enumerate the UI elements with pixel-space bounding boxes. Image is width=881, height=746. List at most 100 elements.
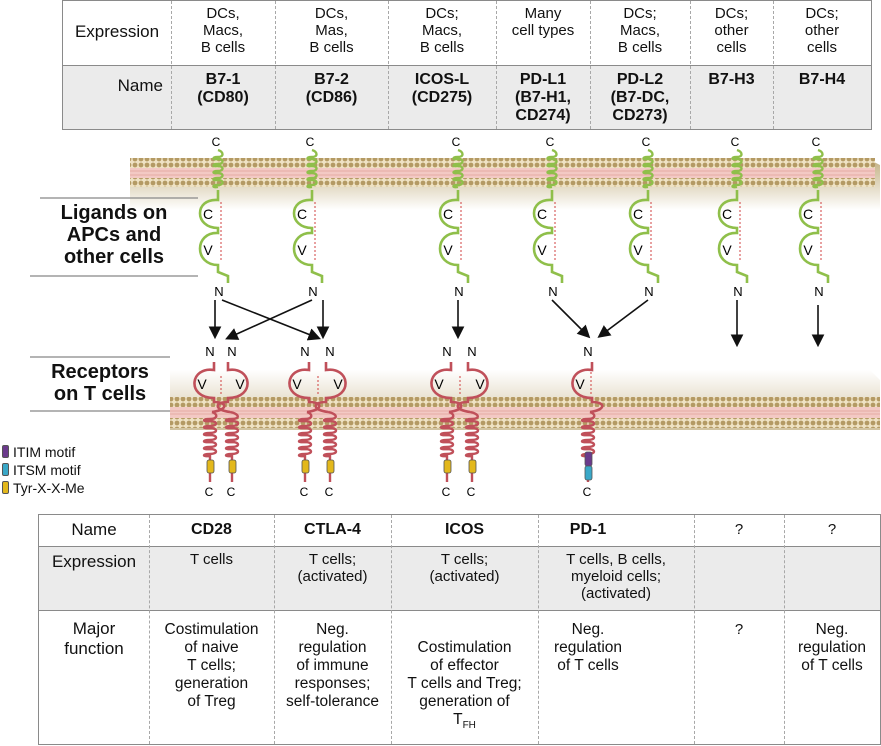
c-domain-label: C: [537, 206, 547, 222]
col-divider: [538, 515, 539, 744]
ligand-name: B7-H4: [798, 71, 846, 88]
receptor-function: Neg. regulation of T cells: [797, 621, 867, 674]
receptor-function: Costimulation of naive T cells; generati…: [164, 621, 259, 710]
transmembrane-helix: [546, 148, 558, 189]
ligand-expression: DCs; other cells: [804, 5, 840, 56]
transmembrane-helix: [306, 148, 318, 189]
c-terminus-label: C: [467, 485, 476, 499]
receptor-function: Neg. regulation of T cells: [553, 621, 623, 674]
c-terminus-label: C: [325, 485, 334, 499]
arrow-pdl1-pd1: [551, 299, 591, 339]
c-terminus-label: C: [452, 135, 461, 149]
ligand-ig-domains: [798, 190, 830, 283]
c-terminus-label: C: [442, 485, 451, 499]
n-terminus-label: N: [467, 344, 476, 359]
v-domain-label: V: [333, 376, 343, 392]
legend-label: ITSM motif: [13, 462, 81, 478]
motif-legend: ITIM motif ITSM motif Tyr-X-X-Me: [2, 443, 85, 497]
receptor-table: Name Expression Major function CD28 CTLA…: [38, 514, 881, 745]
c-terminus-label: C: [306, 135, 315, 149]
transmembrane-helix: [452, 148, 464, 189]
col-divider: [773, 1, 774, 129]
receptor-v-domain: [456, 362, 489, 414]
ligand-expression: DCs, Macs, B cells: [200, 5, 246, 56]
transmembrane-helix: [580, 410, 596, 482]
ligand-name-row-bg: [63, 65, 871, 129]
receptor-molecule: NVC: [314, 344, 347, 499]
col-divider: [275, 1, 276, 129]
ligands-label: Ligands on APCs and other cells: [60, 202, 168, 268]
n-terminus-label: N: [442, 344, 451, 359]
c-domain-label: C: [803, 206, 813, 222]
n-terminus-label: N: [214, 284, 223, 299]
n-terminus-label: N: [644, 284, 653, 299]
n-terminus-label: N: [454, 284, 463, 299]
row-label-name: Name: [71, 520, 117, 539]
ligand-name: B7-H3: [708, 71, 755, 88]
v-domain-label: V: [443, 242, 453, 258]
tyr-motif: [443, 459, 452, 474]
c-terminus-label: C: [546, 135, 555, 149]
receptor-v-domain: [193, 362, 226, 414]
ligand-ig-domains: [438, 190, 470, 283]
ligand-expression: DCs; Macs, B cells: [419, 5, 465, 56]
legend-label: ITIM motif: [13, 444, 76, 460]
v-domain-label: V: [297, 242, 307, 258]
receptor-function: Neg. regulation of immune responses; sel…: [285, 621, 380, 710]
ligand-table: Expression Name DCs, Macs, B cells DCs, …: [62, 0, 872, 130]
ligand-table-divider: [63, 65, 871, 66]
col-divider: [590, 1, 591, 129]
c-terminus-label: C: [205, 485, 214, 499]
c-terminus-label: C: [227, 485, 236, 499]
ligand-name: ICOS-L (CD275): [411, 71, 473, 106]
legend-item-tyr: Tyr-X-X-Me: [2, 479, 85, 497]
v-domain-label: V: [803, 242, 813, 258]
ligand-expression: Many cell types: [511, 5, 575, 39]
v-domain-label: V: [235, 376, 245, 392]
receptor-name: ?: [734, 521, 744, 538]
receptor-name: ?: [827, 521, 837, 538]
c-domain-label: C: [443, 206, 453, 222]
v-domain-label: V: [575, 376, 585, 392]
transmembrane-helix: [202, 410, 218, 482]
receptor-molecule: NVC: [571, 344, 604, 499]
receptor-molecule: N V C: [456, 344, 489, 499]
ligand-ig-domains: [292, 190, 324, 283]
v-domain-label: V: [722, 242, 732, 258]
transmembrane-helix: [297, 410, 313, 482]
c-domain-label: C: [203, 206, 213, 222]
c-terminus-label: C: [731, 135, 740, 149]
receptors-label-box: Receptors on T cells: [30, 355, 170, 412]
v-domain-label: V: [537, 242, 547, 258]
transmembrane-helix: [439, 410, 455, 482]
col-divider: [690, 1, 691, 129]
receptor-molecule: NVC: [216, 344, 249, 499]
c-domain-label: C: [722, 206, 732, 222]
tyr-motif: [326, 459, 335, 474]
binding-arrows: [208, 299, 825, 348]
col-divider: [694, 515, 695, 744]
receptor-expression: T cells, B cells, myeloid cells; (activa…: [566, 551, 666, 602]
c-terminus-label: C: [642, 135, 651, 149]
n-terminus-label: N: [308, 284, 317, 299]
itim-swatch: [2, 445, 9, 458]
v-domain-label: V: [475, 376, 485, 392]
tyr-motif: [206, 459, 215, 474]
col-divider: [149, 515, 150, 744]
row-divider: [39, 546, 880, 547]
receptor-function: ?: [734, 621, 744, 638]
transmembrane-helix: [212, 148, 224, 189]
v-domain-label: V: [633, 242, 643, 258]
n-terminus-label: N: [583, 344, 592, 359]
ligand-name: PD-L1 (B7-H1, CD274): [514, 71, 571, 124]
ligands-label-box: Ligands on APCs and other cells: [30, 196, 198, 278]
v-domain-label: V: [197, 376, 207, 392]
legend-label: Tyr-X-X-Me: [13, 480, 85, 496]
transmembrane-helix: [464, 410, 480, 482]
